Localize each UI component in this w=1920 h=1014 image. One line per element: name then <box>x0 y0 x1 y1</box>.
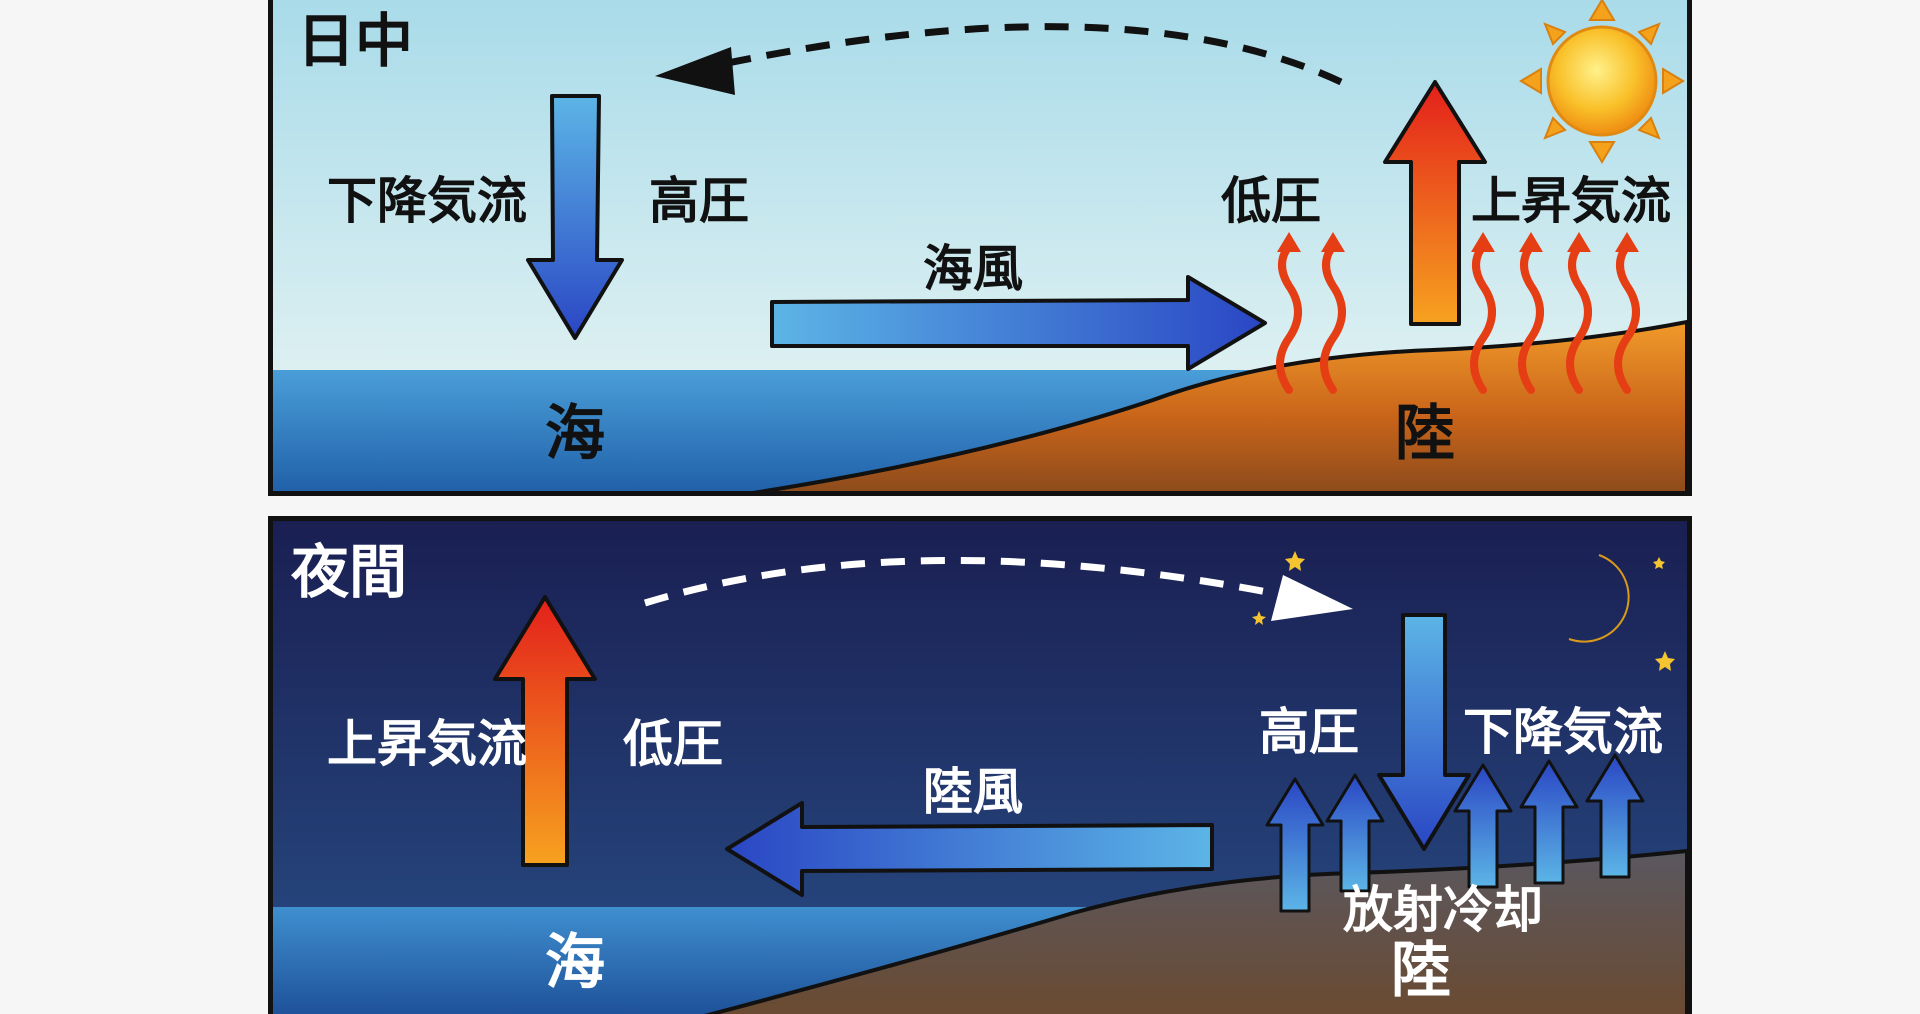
day-ascending-label: 上昇気流 <box>1471 172 1671 230</box>
land-breeze-label: 陸風 <box>923 763 1023 821</box>
heat-waves <box>1276 242 1640 394</box>
sun-icon <box>1519 0 1685 164</box>
night-descending-air-arrow <box>1377 613 1471 851</box>
day-illustration <box>273 0 1687 491</box>
descending-air-arrow <box>526 94 624 340</box>
star-icon <box>1655 651 1675 671</box>
heat-wave-arrow <box>1320 242 1346 394</box>
heat-wave-arrow <box>1614 242 1640 394</box>
day-descending-label: 下降気流 <box>327 172 527 230</box>
night-land-label: 陸 <box>1391 936 1451 1006</box>
sea-breeze-label: 海風 <box>923 240 1023 298</box>
night-ascending-label: 上昇気流 <box>327 715 527 773</box>
day-land-label: 陸 <box>1395 399 1455 469</box>
return-flow-arrow <box>712 23 1343 86</box>
radiative-cooling-arrows <box>1265 753 1645 913</box>
day-high-pressure-label: 高圧 <box>649 172 749 230</box>
night-return-flow-arrowhead <box>1271 575 1353 621</box>
day-low-pressure-label: 低圧 <box>1221 172 1321 230</box>
star-icon <box>1653 557 1665 569</box>
star-icon <box>1252 611 1266 625</box>
sea-breeze-arrow <box>770 275 1267 371</box>
night-panel: 夜間 上昇気流 低圧 高圧 下降気流 陸風 放射冷却 海 陸 <box>268 516 1692 1014</box>
heat-wave-arrow <box>1470 242 1496 394</box>
heat-wave-arrow <box>1276 242 1302 394</box>
star-icon <box>1285 551 1305 571</box>
day-title: 日中 <box>297 7 414 75</box>
night-sea-label: 海 <box>545 928 605 998</box>
return-flow-arrowhead <box>655 47 735 95</box>
land-breeze-arrow <box>725 801 1214 897</box>
ascending-air-arrow <box>1383 80 1487 326</box>
heat-wave-heads <box>1277 232 1639 252</box>
radiative-cooling-label: 放射冷却 <box>1343 881 1543 939</box>
moon-icon <box>1568 554 1630 643</box>
heat-wave-arrow <box>1518 242 1544 394</box>
cooling-arrow <box>1519 759 1579 885</box>
night-title: 夜間 <box>291 538 408 606</box>
stars <box>1252 551 1675 671</box>
day-sea-label: 海 <box>545 399 605 469</box>
night-illustration <box>273 521 1687 1014</box>
cooling-arrow <box>1453 763 1513 889</box>
cooling-arrow <box>1585 753 1645 879</box>
night-low-pressure-label: 低圧 <box>623 715 723 773</box>
night-high-pressure-label: 高圧 <box>1259 703 1359 761</box>
cooling-arrow <box>1325 773 1385 893</box>
heat-wave-arrow <box>1566 242 1592 394</box>
night-ascending-air-arrow <box>493 595 597 867</box>
night-descending-label: 下降気流 <box>1463 703 1663 761</box>
night-return-flow-arrow <box>643 557 1294 607</box>
day-panel: 日中 下降気流 高圧 低圧 上昇気流 海風 海 陸 <box>268 0 1692 496</box>
cooling-arrow <box>1265 777 1325 913</box>
